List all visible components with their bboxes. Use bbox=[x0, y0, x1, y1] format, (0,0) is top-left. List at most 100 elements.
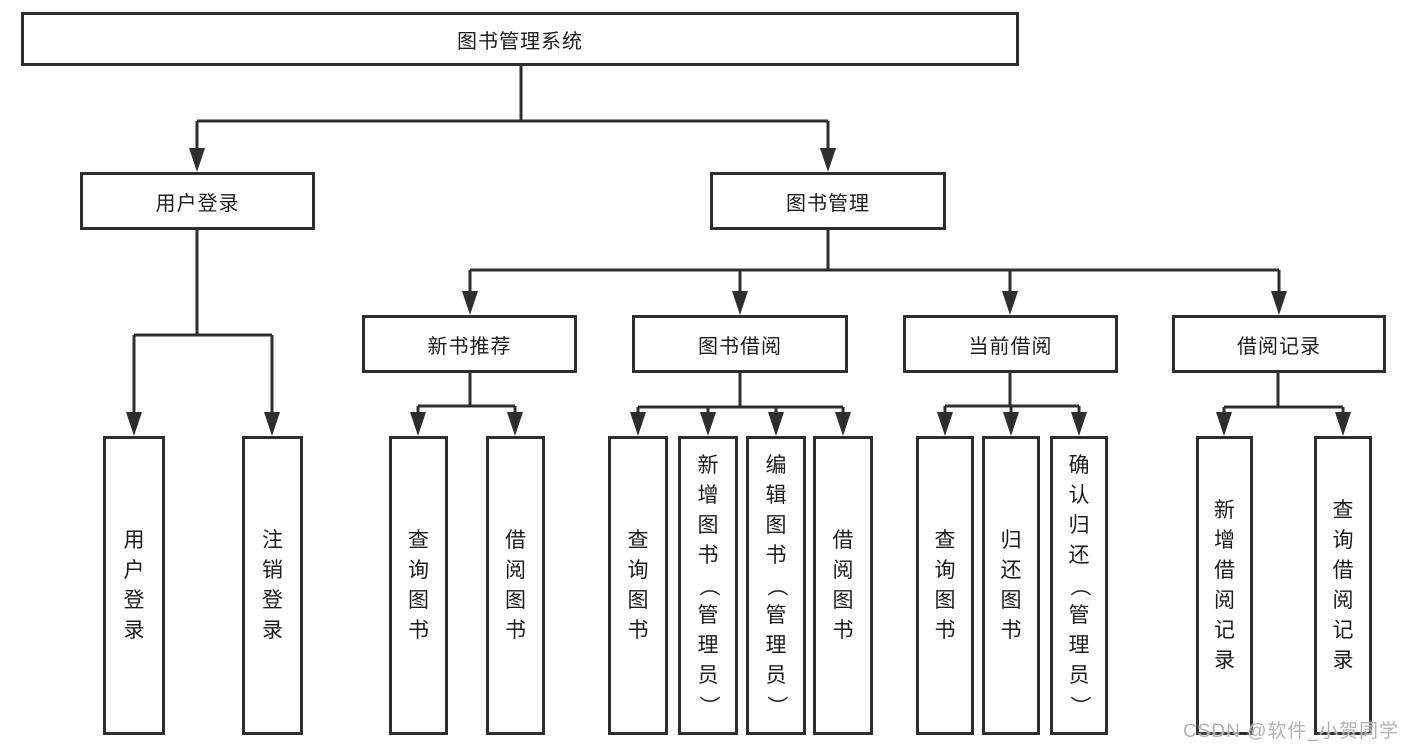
vertical-char: 询 bbox=[408, 558, 429, 582]
vertical-char: 理 bbox=[697, 633, 719, 657]
vertical-char: 理 bbox=[765, 633, 787, 657]
node-new-book-recommendation: 新书推荐 bbox=[362, 315, 577, 373]
node-book-management: 图书管理 bbox=[710, 172, 946, 230]
arrowhead-icon bbox=[937, 412, 953, 436]
leaf-edit-books-admin: 编辑图书（管理员） bbox=[746, 436, 806, 735]
arrowhead-icon bbox=[820, 148, 836, 172]
vertical-char: 借 bbox=[1332, 558, 1354, 582]
node-label: 借阅图书 bbox=[503, 526, 529, 646]
vertical-char: ） bbox=[765, 695, 788, 716]
arrowhead-icon bbox=[189, 148, 205, 172]
node-label: 编辑图书（管理员） bbox=[763, 451, 789, 721]
vertical-char: 查 bbox=[934, 528, 956, 552]
vertical-char: 录 bbox=[262, 618, 283, 642]
node-label: 图书管理系统 bbox=[457, 30, 583, 53]
vertical-char: 书 bbox=[408, 618, 429, 642]
vertical-char: 阅 bbox=[1332, 588, 1354, 612]
arrowhead-icon bbox=[1003, 412, 1019, 436]
arrowhead-icon bbox=[410, 412, 426, 436]
connector-root-to-level2 bbox=[195, 66, 830, 152]
node-label: 新增借阅记录 bbox=[1212, 496, 1238, 676]
vertical-char: 图 bbox=[1000, 588, 1022, 612]
vertical-char: 新 bbox=[1214, 498, 1235, 522]
csdn-watermark: CSDN @软件_小贺同学 bbox=[1183, 721, 1399, 742]
vertical-char: 理 bbox=[1068, 633, 1090, 657]
vertical-char: 记 bbox=[1214, 618, 1235, 642]
arrowhead-icon bbox=[732, 291, 748, 315]
vertical-char: 阅 bbox=[1214, 588, 1235, 612]
vertical-char: 询 bbox=[934, 558, 956, 582]
node-label: 当前借阅 bbox=[968, 335, 1053, 358]
vertical-char: 注 bbox=[262, 528, 283, 552]
vertical-char: 查 bbox=[627, 528, 649, 552]
vertical-char: 图 bbox=[934, 588, 956, 612]
node-current-borrowing: 当前借阅 bbox=[903, 315, 1118, 373]
vertical-char: 还 bbox=[1068, 543, 1090, 567]
vertical-char: 员 bbox=[697, 663, 719, 687]
node-user-login: 用户登录 bbox=[80, 172, 315, 230]
node-book-borrowing: 图书借阅 bbox=[632, 315, 848, 373]
arrowhead-icon bbox=[1335, 412, 1351, 436]
node-label: 查询图书 bbox=[932, 526, 958, 646]
node-label: 注销登录 bbox=[260, 526, 286, 646]
leaf-query-books-current: 查询图书 bbox=[916, 436, 974, 735]
vertical-char: 图 bbox=[832, 588, 854, 612]
vertical-char: 图 bbox=[505, 588, 526, 612]
arrowheads bbox=[126, 148, 1351, 436]
vertical-char: 借 bbox=[832, 528, 854, 552]
vertical-char: 登 bbox=[123, 588, 145, 612]
arrowhead-icon bbox=[126, 412, 142, 436]
leaf-logout: 注销登录 bbox=[242, 436, 303, 735]
arrowhead-icon bbox=[835, 412, 851, 436]
vertical-char: 管 bbox=[765, 603, 787, 627]
vertical-char: 录 bbox=[123, 618, 145, 642]
arrowhead-icon bbox=[630, 412, 646, 436]
vertical-char: 确 bbox=[1068, 453, 1090, 477]
vertical-char: 录 bbox=[1332, 648, 1354, 672]
connector-newbooks-to-leaves bbox=[416, 373, 517, 416]
vertical-char: 归 bbox=[1068, 513, 1090, 537]
vertical-char: 管 bbox=[1068, 603, 1090, 627]
vertical-char: 员 bbox=[1068, 663, 1090, 687]
vertical-char: 员 bbox=[765, 663, 787, 687]
node-borrowing-records: 借阅记录 bbox=[1172, 315, 1386, 373]
vertical-char: 编 bbox=[765, 453, 787, 477]
vertical-char: 查 bbox=[1332, 498, 1354, 522]
arrowhead-icon bbox=[1002, 291, 1018, 315]
vertical-char: ） bbox=[697, 695, 720, 716]
leaf-add-books-admin: 新增图书（管理员） bbox=[678, 436, 738, 735]
vertical-char: 户 bbox=[123, 558, 145, 582]
arrowhead-icon bbox=[1071, 412, 1087, 436]
node-label: 借阅记录 bbox=[1237, 335, 1321, 358]
vertical-char: 图 bbox=[627, 588, 649, 612]
vertical-char: 用 bbox=[123, 528, 145, 552]
vertical-char: 借 bbox=[1214, 558, 1235, 582]
arrowhead-icon bbox=[462, 291, 478, 315]
vertical-char: 新 bbox=[697, 453, 719, 477]
node-label: 确认归还（管理员） bbox=[1066, 451, 1092, 721]
leaf-return-books: 归还图书 bbox=[982, 436, 1040, 735]
vertical-char: 询 bbox=[1332, 528, 1354, 552]
node-label: 查询图书 bbox=[625, 526, 651, 646]
vertical-char: ） bbox=[1068, 695, 1091, 716]
leaf-add-borrow-record: 新增借阅记录 bbox=[1196, 436, 1253, 735]
vertical-char: 录 bbox=[1214, 648, 1235, 672]
node-label: 用户登录 bbox=[155, 192, 240, 215]
leaf-confirm-return-admin: 确认归还（管理员） bbox=[1050, 436, 1108, 735]
vertical-char: 图 bbox=[765, 513, 787, 537]
leaf-query-borrow-record: 查询借阅记录 bbox=[1314, 436, 1372, 735]
vertical-char: 阅 bbox=[505, 558, 526, 582]
vertical-char: 询 bbox=[627, 558, 649, 582]
arrowhead-icon bbox=[1216, 412, 1232, 436]
node-label: 图书管理 bbox=[786, 192, 870, 215]
vertical-char: 还 bbox=[1000, 558, 1022, 582]
vertical-char: 书 bbox=[627, 618, 649, 642]
vertical-char: （ bbox=[765, 575, 788, 596]
node-label: 借阅图书 bbox=[830, 526, 856, 646]
node-label: 查询图书 bbox=[406, 526, 432, 646]
vertical-char: 登 bbox=[262, 588, 283, 612]
vertical-char: 阅 bbox=[832, 558, 854, 582]
leaf-query-books-borrowing: 查询图书 bbox=[608, 436, 668, 735]
